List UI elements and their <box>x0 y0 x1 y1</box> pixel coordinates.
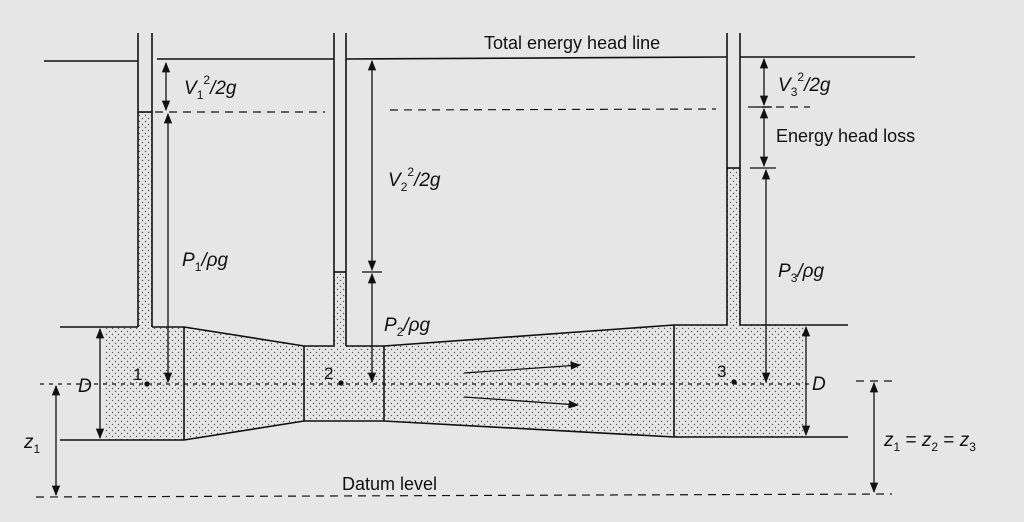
piezometer-3-fluid <box>727 168 740 326</box>
point-1-label: 1 <box>133 365 142 384</box>
velocity-head-2-label: V22/2g <box>388 165 441 194</box>
total-energy-head-line-label: Total energy head line <box>484 33 660 53</box>
total-energy-head-line <box>44 56 915 62</box>
velocity-head-1-label: V12/2g <box>184 73 237 102</box>
point-3-label: 3 <box>717 362 726 381</box>
pipe-diameter-label-right: D <box>812 374 826 395</box>
pressure-head-1-label: P1/ρg <box>182 250 229 274</box>
point-2-label: 2 <box>324 364 333 383</box>
dashed-reference-lines <box>35 106 893 498</box>
pressure-head-3-label: P3/ρg <box>778 261 825 285</box>
energy-head-loss-label: Energy head loss <box>776 126 915 146</box>
dimension-arrows <box>51 57 879 497</box>
point-3-dot <box>731 379 737 385</box>
piezometer-1-fluid <box>138 112 152 327</box>
pipe-diameter-label-left: D <box>78 376 92 397</box>
piezometer-2-fluid <box>334 272 346 346</box>
section-points <box>144 379 737 387</box>
elevation-equality-label: z1 = z2 = z3 <box>883 430 976 454</box>
datum-level-label: Datum level <box>342 474 437 494</box>
velocity-head-3-label: V32/2g <box>778 70 831 99</box>
piezometer-tubes <box>137 33 741 346</box>
point-1-dot <box>144 381 150 387</box>
pressure-head-2-label: P2/ρg <box>384 315 431 339</box>
elevation-label-left: z1 <box>23 432 41 456</box>
point-2-dot <box>338 380 344 386</box>
fluid-body <box>104 112 805 440</box>
